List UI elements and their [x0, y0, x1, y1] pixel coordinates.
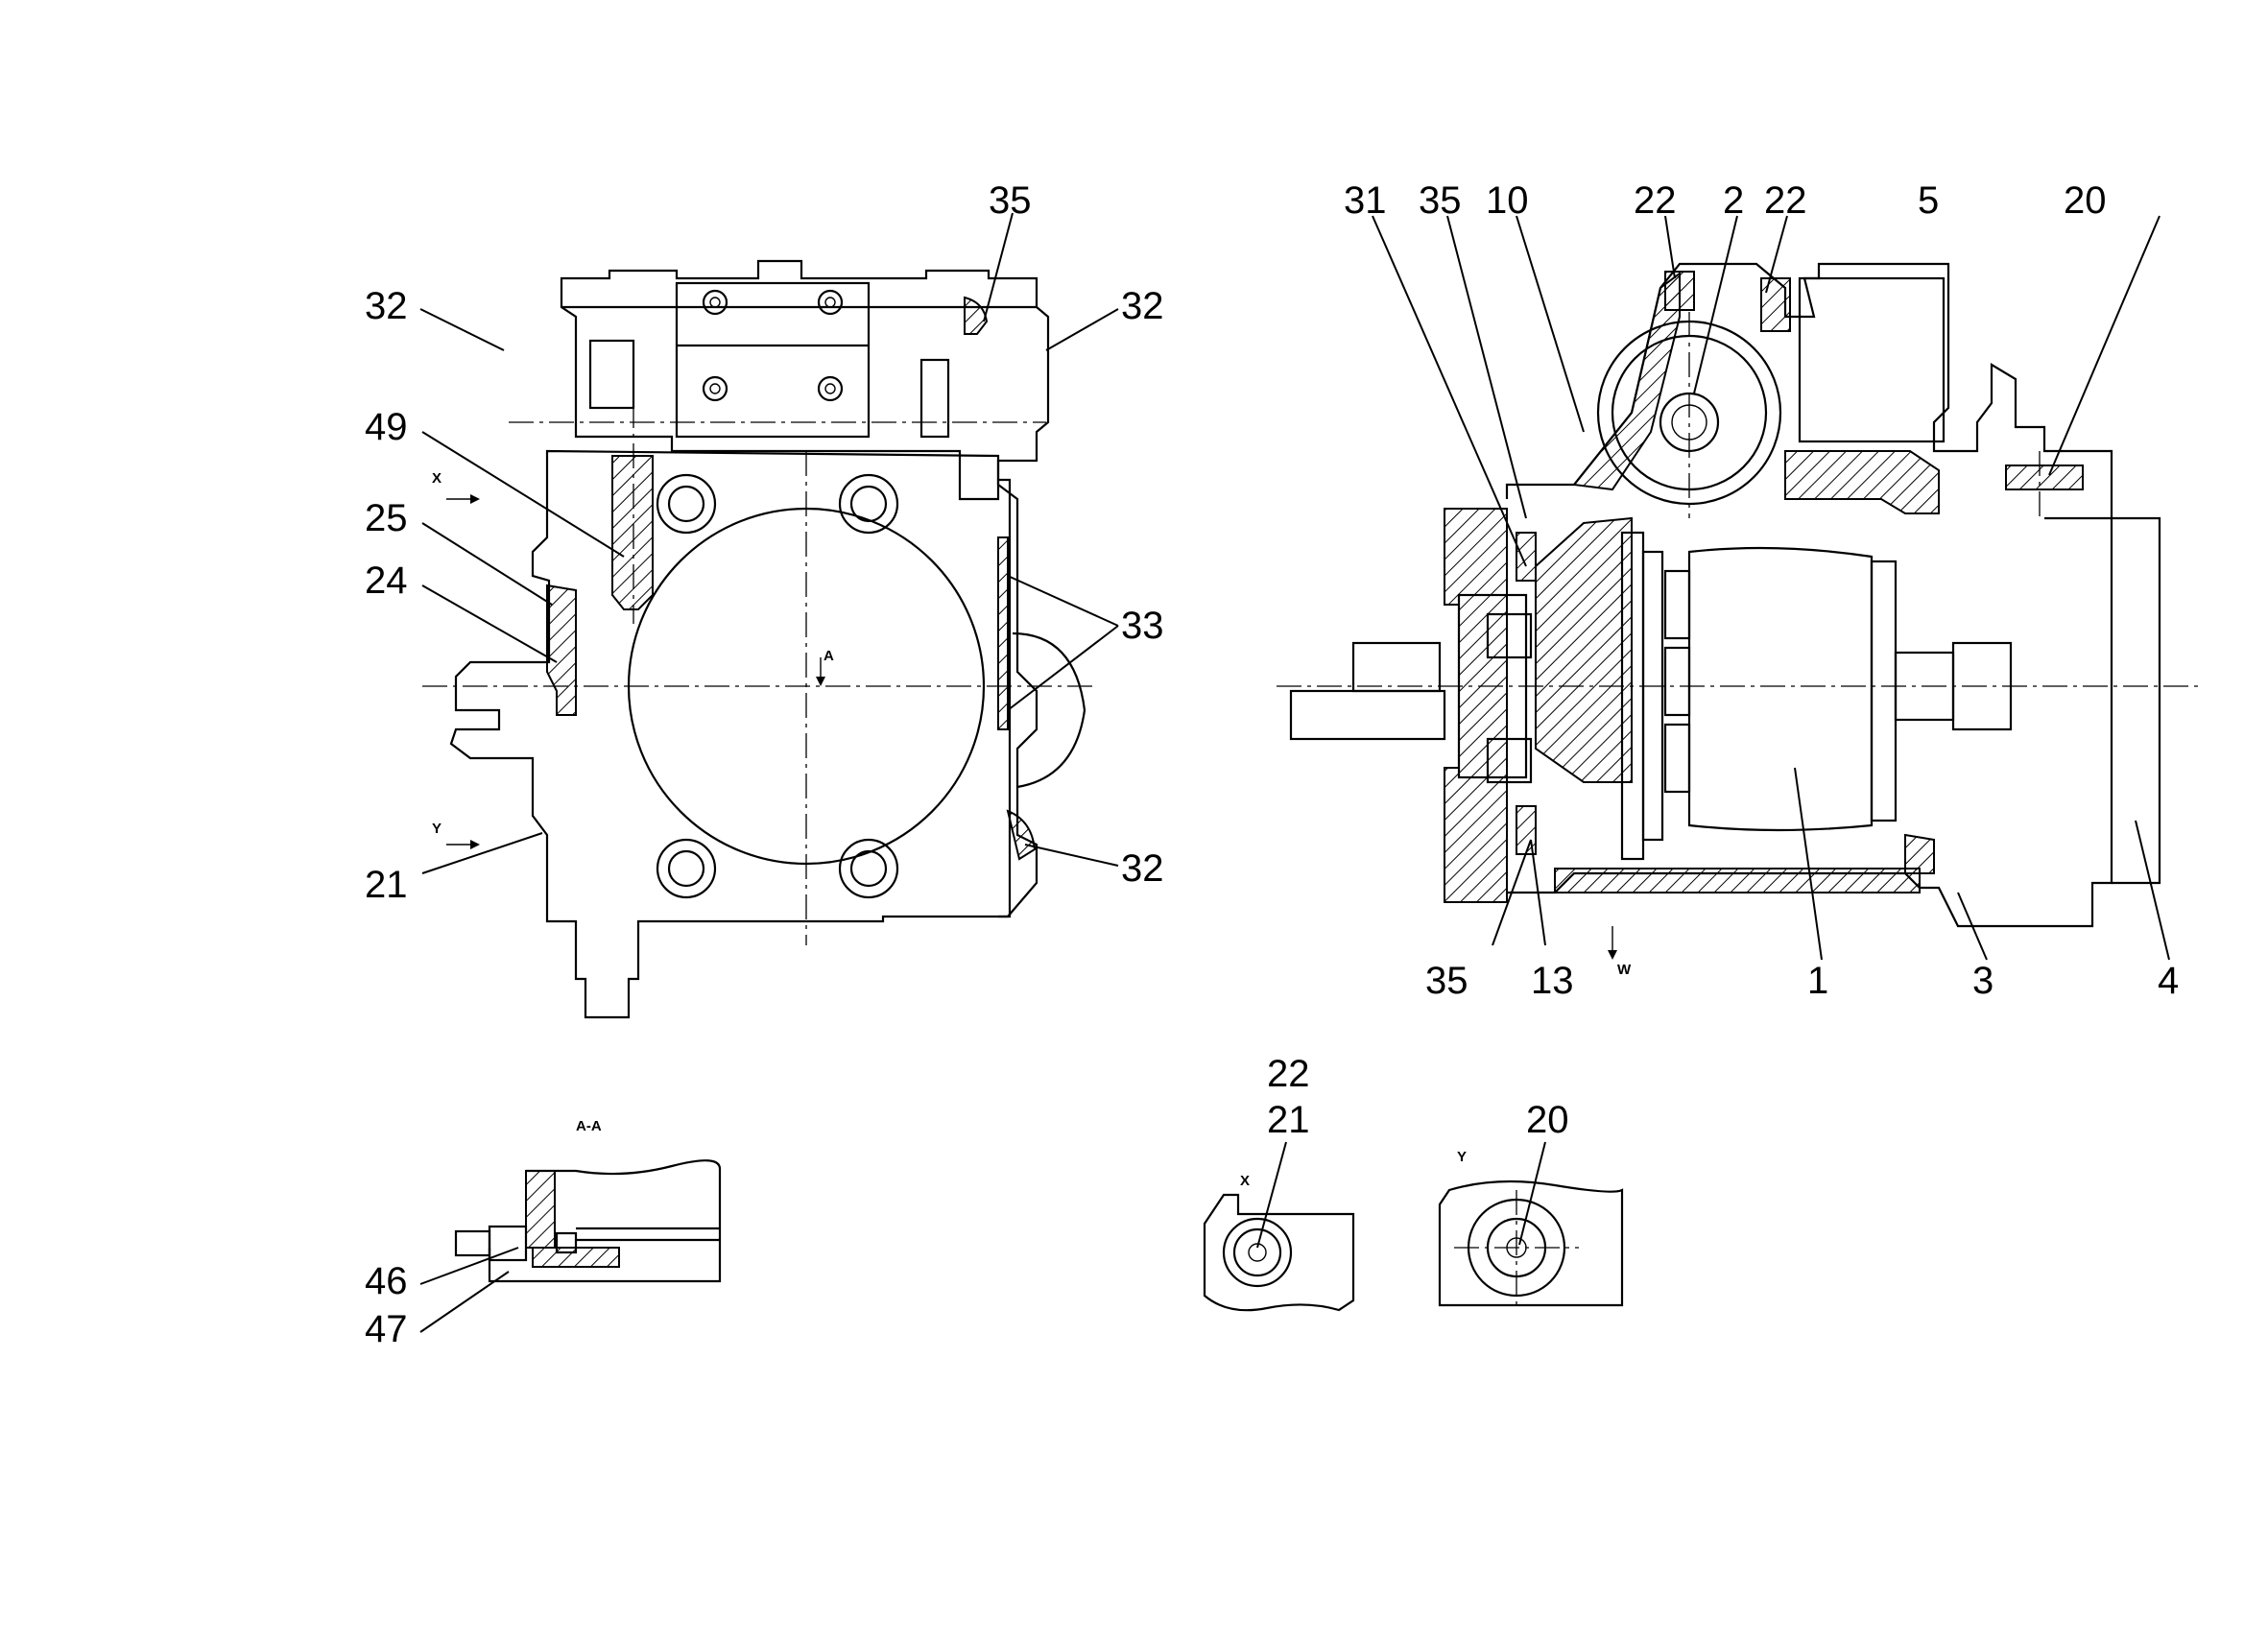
callout-32-upper-right: 32 — [1121, 285, 1164, 327]
callout-22-detail: 22 — [1267, 1053, 1310, 1095]
detail-view-y: Y 20 — [1438, 1099, 1624, 1307]
callout-21-detail: 21 — [1267, 1099, 1310, 1141]
callout-33: 33 — [1121, 605, 1164, 647]
callout-35-top: 35 — [1419, 179, 1462, 222]
section-a-mark: A — [824, 648, 834, 664]
callout-24: 24 — [365, 560, 408, 602]
callout-21-left-view: 21 — [365, 864, 408, 906]
callout-47: 47 — [365, 1308, 408, 1350]
view-x-arrow-label: X — [432, 470, 442, 487]
view-y-arrow-label: Y — [432, 821, 442, 837]
callout-20-detail: 20 — [1526, 1099, 1569, 1141]
detail-y-title: Y — [1457, 1149, 1467, 1165]
callout-2: 2 — [1723, 179, 1744, 222]
callout-4: 4 — [2158, 960, 2179, 1002]
section-aa-title: A-A — [576, 1118, 602, 1134]
corner-bolts — [656, 473, 899, 899]
callout-35-left-view: 35 — [989, 179, 1032, 222]
detail-x-title: X — [1240, 1173, 1250, 1189]
section-view: W 31 35 10 22 2 22 5 20 35 13 1 3 4 — [1277, 179, 2198, 1002]
front-view: X Y A 32 35 32 49 25 24 33 21 32 — [365, 179, 1164, 1019]
callout-32-upper-left: 32 — [365, 285, 408, 327]
callout-5: 5 — [1918, 179, 1939, 222]
callout-22-top-right: 22 — [1764, 179, 1807, 222]
callout-10: 10 — [1486, 179, 1529, 222]
callout-32-lower-right: 32 — [1121, 847, 1164, 890]
callout-31: 31 — [1344, 179, 1387, 222]
callout-35-bottom: 35 — [1425, 960, 1468, 1002]
callout-22-top-left: 22 — [1634, 179, 1677, 222]
callout-46: 46 — [365, 1260, 408, 1302]
callout-13: 13 — [1531, 960, 1574, 1002]
detail-view-x: X 22 21 — [1203, 1053, 1355, 1312]
callout-20-top: 20 — [2064, 179, 2107, 222]
section-a-a-detail: A-A 46 47 — [365, 1118, 722, 1350]
callout-1: 1 — [1807, 960, 1828, 1002]
callout-49: 49 — [365, 406, 408, 448]
view-w-mark: W — [1617, 962, 1632, 978]
callout-3: 3 — [1972, 960, 1993, 1002]
callout-25: 25 — [365, 497, 408, 539]
